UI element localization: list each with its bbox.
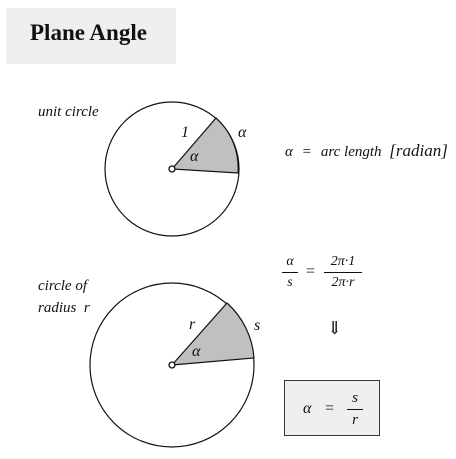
ratio-rhs-num: 2π·1	[330, 254, 356, 269]
result-den: r	[352, 412, 358, 428]
arc-length-equation: α = arc length [radian]	[285, 141, 448, 161]
result-equals: =	[325, 400, 335, 417]
unit-angle-label: α	[190, 148, 199, 165]
ratio-rhs-bar	[324, 272, 362, 273]
eq1-equals: =	[302, 144, 312, 160]
result-fraction: s r	[347, 390, 363, 429]
implies-arrow-icon: ⇓	[327, 318, 343, 338]
radius-r-center	[168, 361, 176, 369]
radius-r-label-line1: circle of	[38, 278, 88, 294]
unit-radius-label: 1	[181, 124, 189, 141]
ratio-lhs-fraction: α s	[282, 254, 298, 291]
radius-r-angle-label: α	[192, 343, 201, 360]
result-lhs: α	[303, 400, 312, 417]
ratio-equals: =	[306, 263, 316, 280]
unit-arc-label: α	[238, 124, 247, 141]
radius-r-sector	[170, 302, 255, 366]
page-title: Plane Angle	[30, 20, 147, 45]
result-box: α = s r	[284, 380, 380, 436]
ratio-rhs-den: 2π·r	[331, 275, 355, 290]
ratio-rhs-fraction: 2π·1 2π·r	[324, 254, 362, 291]
result-bar	[347, 409, 363, 410]
result-num: s	[352, 390, 358, 406]
ratio-lhs-num: α	[286, 254, 294, 269]
radius-r-label-line2: radius r	[38, 300, 90, 316]
unit-circle-center	[168, 165, 176, 173]
ratio-lhs-den: s	[287, 275, 293, 290]
title-box	[6, 8, 176, 64]
eq1-unit: [radian]	[389, 141, 448, 160]
radius-r-arc-label: s	[254, 317, 261, 334]
eq1-lhs: α	[285, 144, 293, 160]
eq1-rhs: arc length	[320, 144, 382, 160]
unit-circle-label: unit circle	[38, 104, 99, 120]
unit-circle-sector	[170, 117, 239, 174]
ratio-lhs-bar	[282, 272, 298, 273]
radius-r-radius-label: r	[189, 316, 196, 333]
